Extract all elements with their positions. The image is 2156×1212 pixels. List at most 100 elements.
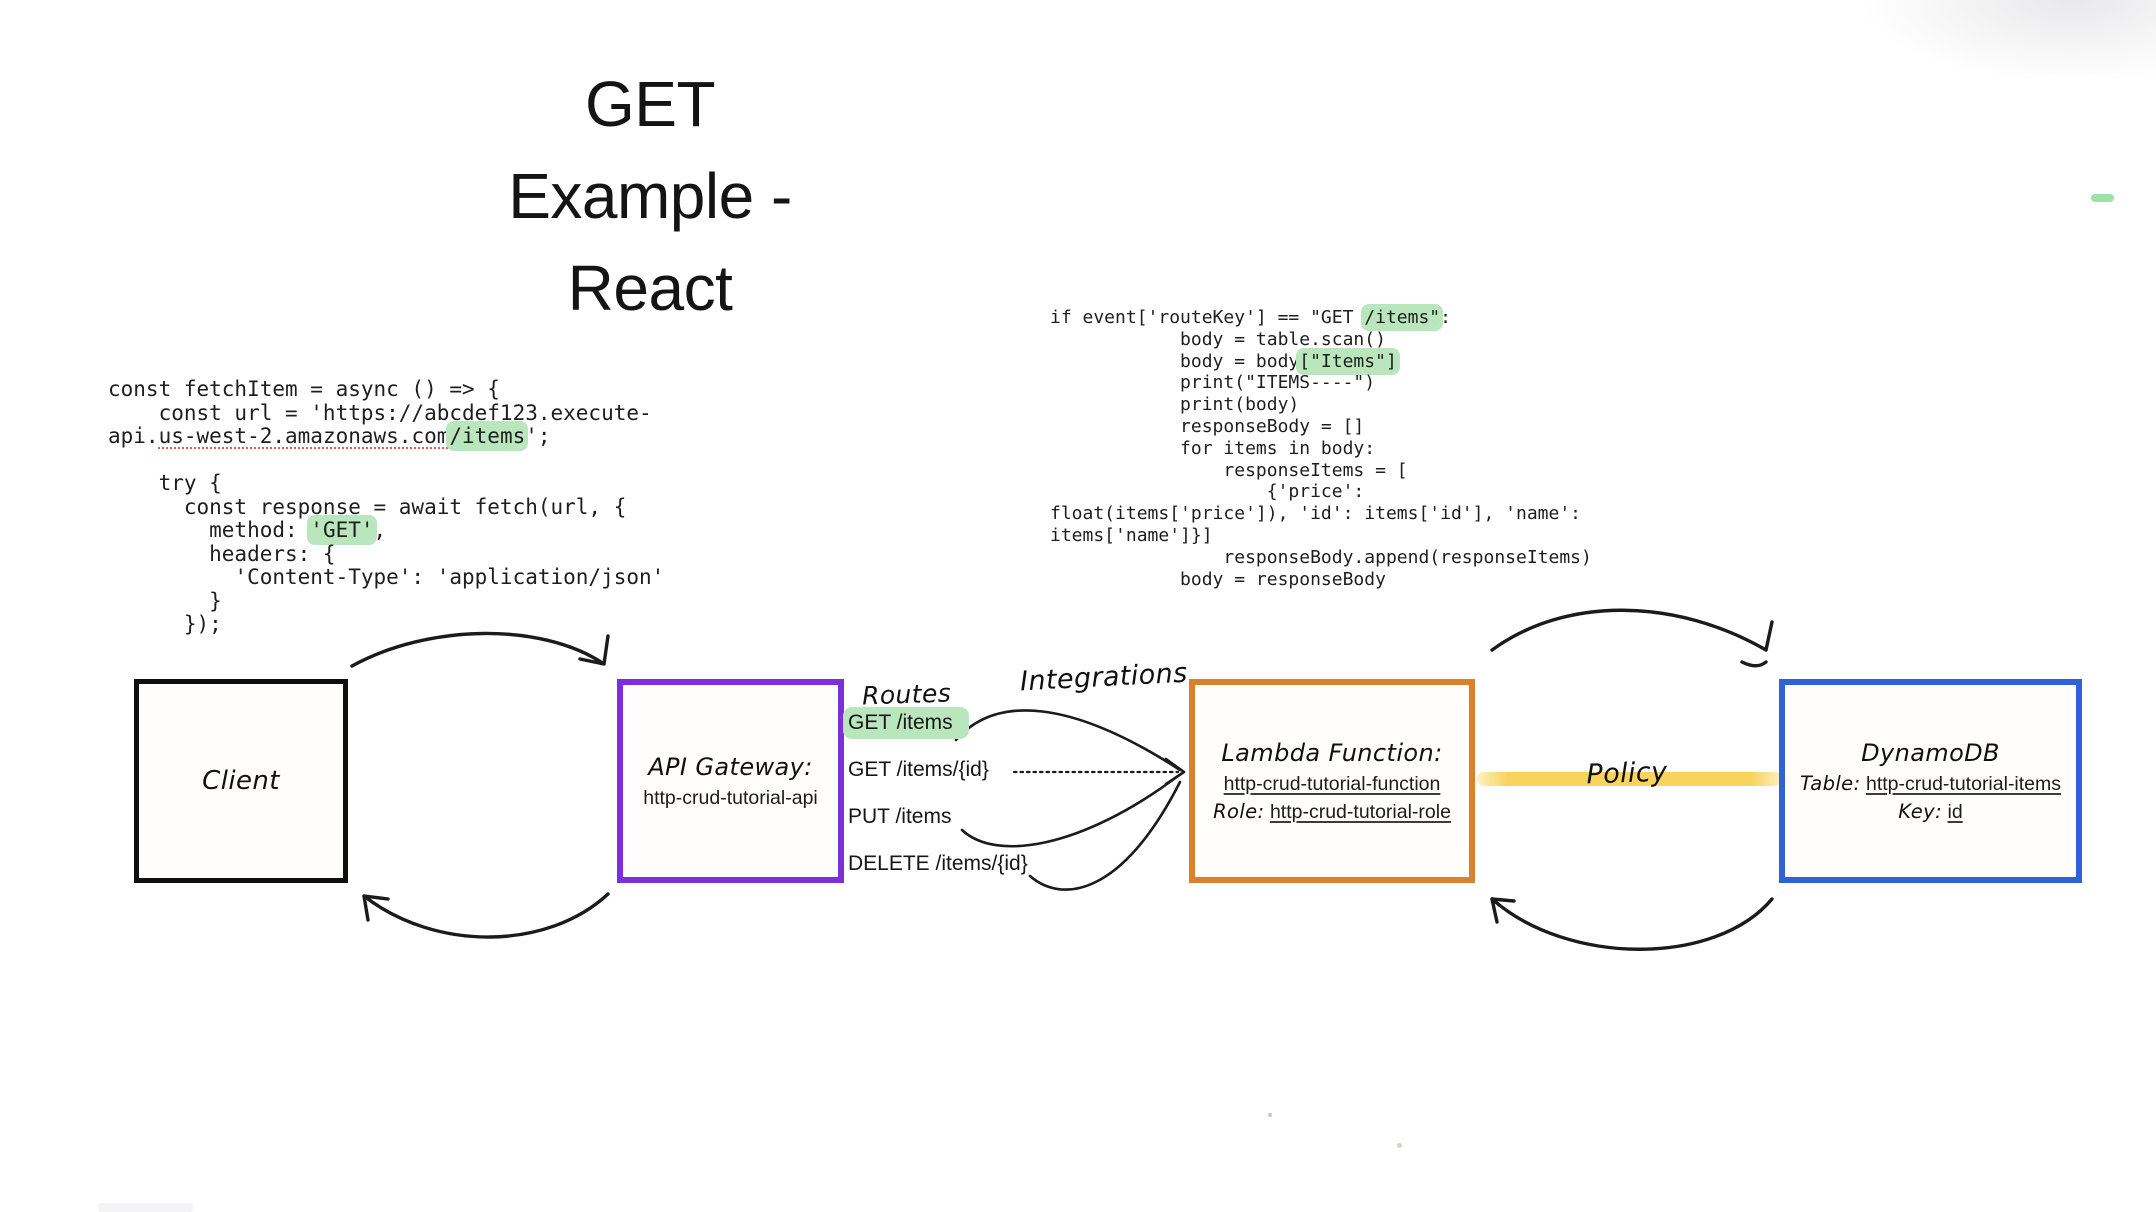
code-line: const response = await fetch(url, { [108, 494, 664, 520]
client-label: Client [202, 766, 280, 796]
client-box[interactable]: Client [134, 679, 348, 883]
code-text: responseBody = [] [1050, 415, 1365, 437]
code-text: } [108, 588, 222, 613]
dynamodb-title: DynamoDB [1861, 739, 2000, 767]
lambda-role-label: Role: [1213, 800, 1265, 823]
code-line: } [108, 588, 664, 614]
code-text: const fetchItem = async () => { [108, 377, 500, 401]
dynamodb-table-line: Table: http-crud-tutorial-items [1800, 770, 2061, 798]
integration-arrowhead [1164, 757, 1186, 786]
arrow-lambda-to-dynamodb[interactable] [1490, 608, 1774, 668]
dynamodb-table-label: Table: [1799, 772, 1861, 795]
stray-dot [1397, 1143, 1402, 1148]
code-line: print("ITEMS----") [1050, 372, 1592, 394]
title-line-1: GET [584, 68, 716, 140]
page-corner-shade [1776, 0, 2156, 110]
code-text: }); [108, 612, 222, 636]
code-line: }); [108, 612, 664, 637]
routes-label[interactable]: Routes [861, 678, 952, 711]
python-lambda-code-snippet[interactable]: if event['routeKey'] == "GET /items": bo… [1050, 307, 1592, 590]
lambda-function-name: http-crud-tutorial-function [1223, 773, 1441, 795]
code-text: , [373, 518, 387, 542]
highlighted-code: /items [449, 424, 526, 448]
policy-line[interactable] [1477, 772, 1782, 786]
dynamodb-key-value: id [1947, 801, 1963, 823]
code-line [108, 449, 664, 473]
code-text: body = responseBody [1050, 568, 1386, 590]
code-line: 'Content-Type': 'application/json' [108, 565, 665, 590]
code-line: items['name']}] [1050, 525, 1592, 547]
code-line: method: 'GET', [108, 518, 664, 543]
code-text: '; [525, 424, 551, 448]
stray-dot [1268, 1113, 1272, 1117]
highlighted-code: 'GET' [310, 518, 374, 542]
green-dash-mark [2091, 194, 2114, 202]
code-text: : [1440, 307, 1451, 328]
bottom-edge-artifact [98, 1203, 193, 1212]
dynamodb-box[interactable]: DynamoDB Table: http-crud-tutorial-items… [1779, 679, 2082, 883]
route-item[interactable]: GET /items/{id} [848, 758, 989, 781]
highlighted-code: /items" [1364, 307, 1441, 328]
route-item[interactable]: DELETE /items/{id} [848, 852, 1028, 875]
code-line: body = table.scan() [1050, 329, 1592, 351]
code-line: float(items['price']), 'id': items['id']… [1050, 503, 1592, 525]
lambda-role-value: http-crud-tutorial-role [1269, 801, 1451, 823]
code-text: responseBody.append(responseItems) [1050, 546, 1592, 568]
code-line: body = body["Items"] [1050, 350, 1592, 373]
code-line: try { [108, 471, 664, 496]
dynamodb-key-label: Key: [1898, 800, 1943, 823]
code-text: try { [108, 471, 222, 495]
dynamodb-table-value: http-crud-tutorial-items [1865, 773, 2062, 795]
code-line: api.us-west-2.amazonaws.com/items'; [108, 424, 664, 449]
connector-delete-items-id-to-lambda[interactable] [1028, 780, 1182, 891]
api-gateway-box[interactable]: API Gateway: http-crud-tutorial-api [617, 679, 844, 883]
policy-label[interactable]: Policy [1585, 756, 1669, 791]
code-text: const url = 'https://abcdef123.execute- [108, 400, 652, 425]
code-line: const url = 'https://abcdef123.execute- [108, 400, 664, 426]
arrow-apigateway-to-client[interactable] [362, 892, 610, 939]
code-line: for items in body: [1050, 438, 1592, 460]
code-line: print(body) [1050, 394, 1592, 416]
js-fetch-code-snippet[interactable]: const fetchItem = async () => { const ur… [108, 377, 665, 637]
lambda-title: Lambda Function: [1221, 739, 1443, 767]
arrow-dynamodb-to-lambda[interactable] [1490, 897, 1774, 951]
code-line: body = responseBody [1050, 569, 1592, 591]
code-line: {'price': [1050, 481, 1592, 503]
route-item[interactable]: PUT /items [848, 805, 952, 828]
code-text: method: [108, 518, 311, 542]
spellcheck-underlined-code: us-west-2.amazonaws.com [158, 424, 450, 448]
code-text: headers: { [108, 541, 336, 566]
code-line: responseItems = [ [1050, 460, 1592, 482]
arrow-client-to-apigateway[interactable] [350, 631, 610, 668]
diagram-title[interactable]: GET Example - React [450, 58, 850, 334]
code-line: responseBody.append(responseItems) [1050, 546, 1592, 569]
code-text: 'Content-Type': 'application/json' [108, 565, 665, 589]
code-text: {'price': [1050, 481, 1365, 503]
lambda-role-line: Role: http-crud-tutorial-role [1213, 798, 1451, 826]
api-gateway-title: API Gateway: [648, 753, 813, 781]
code-line: headers: { [108, 541, 664, 567]
code-text: print("ITEMS----") [1050, 372, 1376, 394]
code-text: const response = await fetch(url, { [108, 494, 627, 519]
code-text: print(body) [1050, 394, 1300, 416]
code-text: for items in body: [1050, 437, 1376, 459]
title-line-2: Example - [508, 160, 792, 232]
code-line: const fetchItem = async () => { [108, 377, 664, 402]
lambda-function-box[interactable]: Lambda Function: http-crud-tutorial-func… [1189, 679, 1475, 883]
code-text: api. [108, 424, 159, 448]
code-text: items['name']}] [1050, 524, 1213, 546]
dynamodb-key-line: Key: id [1898, 798, 1962, 826]
code-text: responseItems = [ [1050, 459, 1408, 481]
code-text: float(items['price']), 'id': items['id']… [1050, 503, 1582, 525]
code-text: body = table.scan() [1050, 328, 1386, 350]
code-line: responseBody = [] [1050, 416, 1592, 438]
code-line: if event['routeKey'] == "GET /items": [1050, 307, 1592, 329]
title-line-3: React [567, 252, 733, 324]
route-item[interactable]: GET /items [843, 707, 969, 739]
code-text: if event['routeKey'] == "GET [1050, 307, 1365, 328]
api-gateway-name: http-crud-tutorial-api [643, 787, 818, 809]
integrations-label[interactable]: Integrations [1019, 657, 1189, 698]
highlighted-code: ["Items"] [1299, 350, 1397, 372]
